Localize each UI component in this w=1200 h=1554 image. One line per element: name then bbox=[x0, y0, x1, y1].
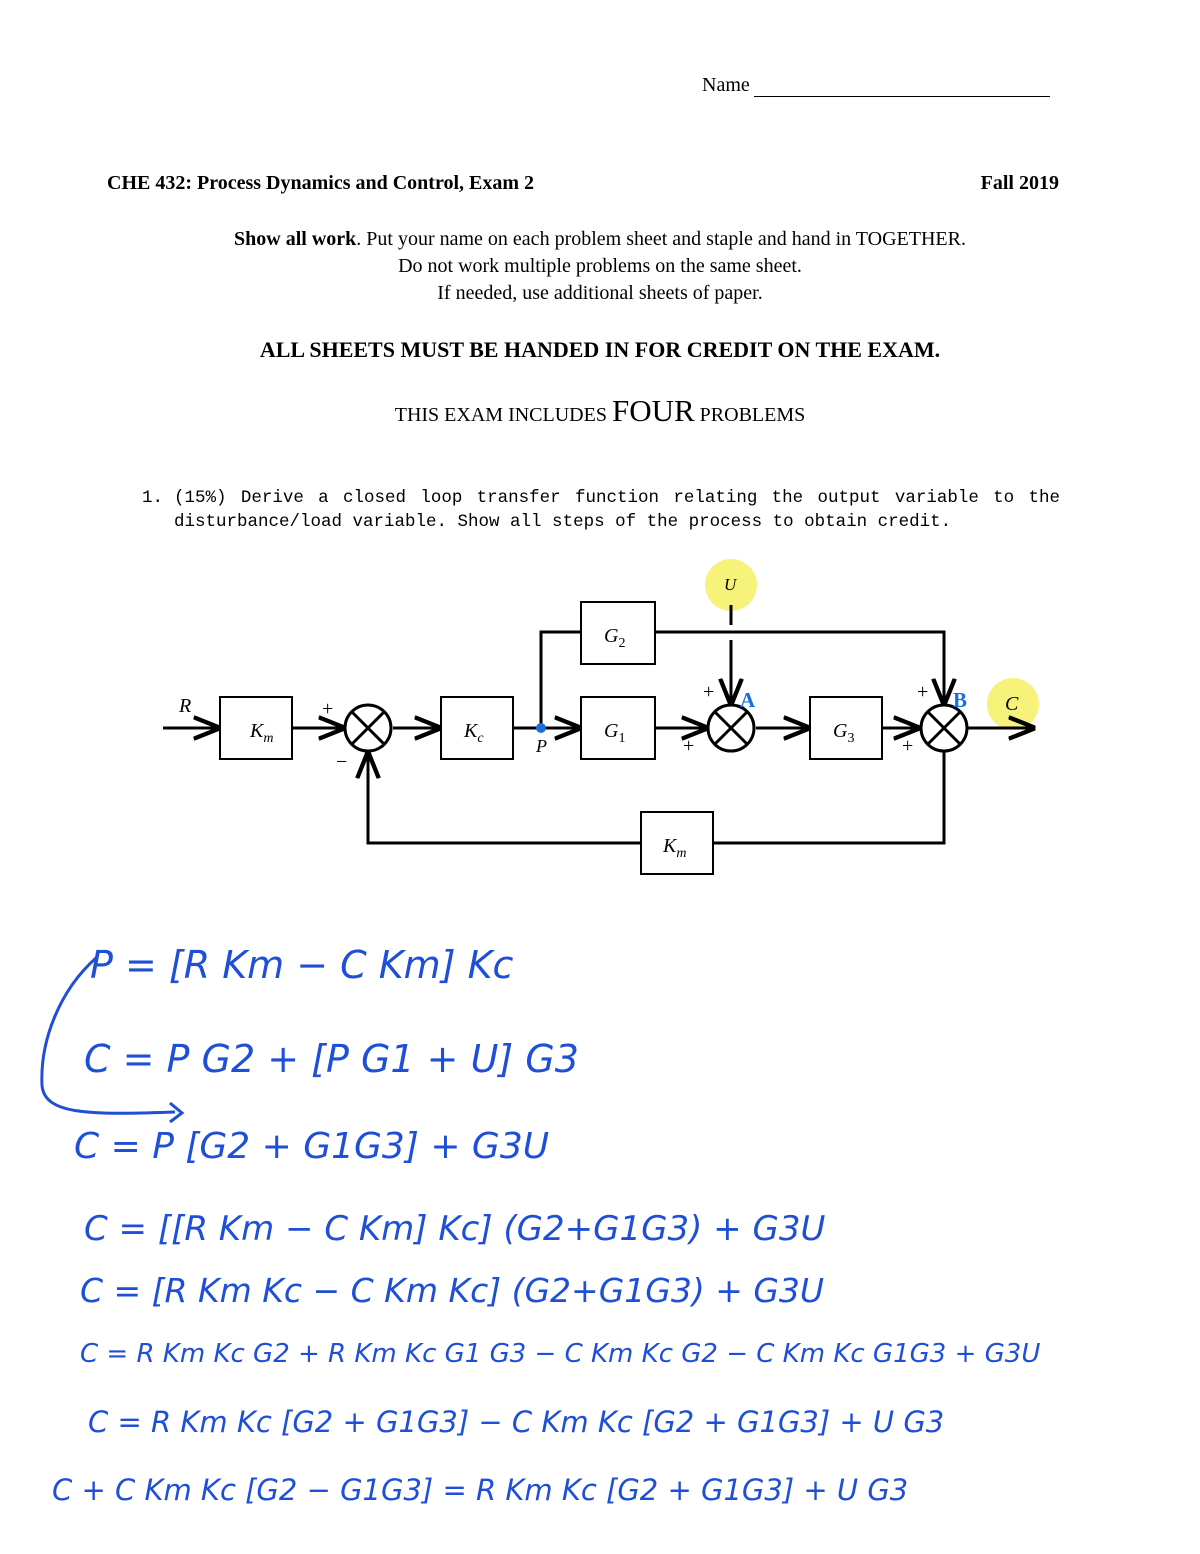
notice-heading: ALL SHEETS MUST BE HANDED IN FOR CREDIT … bbox=[259, 337, 941, 362]
suma-left-plus-sign: + bbox=[683, 735, 694, 757]
kc-label: Kc bbox=[463, 720, 484, 746]
work-line-3: C = P [G2 + G1G3] + G3U bbox=[74, 1126, 549, 1167]
instruction-line-3: If needed, use additional sheets of pape… bbox=[437, 282, 763, 304]
disturbance-u-label: U bbox=[724, 575, 738, 594]
node-p-dot bbox=[536, 723, 546, 733]
g2-block bbox=[580, 601, 656, 665]
instruction-line-1: Show all work. Put your name on each pro… bbox=[0, 226, 1200, 253]
count-after: PROBLEMS bbox=[699, 404, 806, 426]
work-line-4: C = [[R Km − C Km] Kc] (G2+G1G3) + G3U bbox=[84, 1209, 825, 1249]
km-feedback-label: Km bbox=[662, 835, 686, 861]
problem-1: 1. (15%) Derive a closed loop transfer f… bbox=[142, 486, 1060, 534]
instruction-bold-lead: Show all work bbox=[234, 228, 357, 250]
work-line-2: C = P G2 + [P G1 + U] G3 bbox=[84, 1037, 579, 1081]
g1-block bbox=[580, 696, 656, 760]
work-line-7: C = R Km Kc [G2 + G1G3] − C Km Kc [G2 + … bbox=[88, 1405, 944, 1439]
work-line-8: C + C Km Kc [G2 − G1G3] = R Km Kc [G2 + … bbox=[52, 1473, 908, 1507]
g1-label: G1 bbox=[604, 720, 625, 746]
node-b-label: B bbox=[953, 688, 967, 712]
g3-block bbox=[809, 696, 883, 760]
exam-term: Fall 2019 bbox=[980, 172, 1059, 194]
course-title: CHE 432: Process Dynamics and Control, E… bbox=[107, 172, 535, 194]
count-before: THIS EXAM INCLUDES bbox=[394, 404, 607, 426]
block-diagram: Km Kc G1 G2 G3 Km R C U P + − + + + + A … bbox=[163, 559, 1039, 875]
substitution-arrow bbox=[40, 956, 176, 1115]
suma-top-plus-sign: + bbox=[703, 681, 714, 703]
km-forward-label: Km bbox=[249, 720, 273, 746]
summing-junction-b bbox=[919, 703, 969, 753]
name-label: Name bbox=[702, 74, 750, 96]
problem-count-line: THIS EXAM INCLUDES FOUR PROBLEMS bbox=[0, 393, 1200, 429]
node-a-label: A bbox=[740, 688, 756, 712]
disturbance-highlight bbox=[705, 559, 757, 611]
problem-number: 1. bbox=[142, 488, 164, 508]
km-forward-block bbox=[219, 696, 293, 760]
instruction-line-1-rest: . Put your name on each problem sheet an… bbox=[356, 228, 966, 250]
instructions: Show all work. Put your name on each pro… bbox=[0, 226, 1200, 307]
g2-label: G2 bbox=[604, 625, 625, 651]
work-line-6: C = R Km Kc G2 + R Km Kc G1 G3 − C Km Kc… bbox=[80, 1339, 1040, 1369]
sum1-plus-sign: + bbox=[322, 698, 333, 720]
g3-label: G3 bbox=[833, 720, 854, 746]
instruction-line-2: Do not work multiple problems on the sam… bbox=[398, 255, 802, 277]
work-line-1: P = [R Km − C Km] Kc bbox=[90, 943, 514, 987]
kc-block bbox=[440, 696, 514, 760]
sum1-minus-sign: − bbox=[336, 751, 347, 773]
summing-junction-1 bbox=[343, 703, 393, 753]
work-line-5: C = [R Km Kc − C Km Kc] (G2+G1G3) + G3U bbox=[80, 1271, 824, 1310]
problem-text: (15%) Derive a closed loop transfer func… bbox=[174, 488, 1060, 532]
summing-junction-a bbox=[706, 703, 756, 753]
km-feedback-block bbox=[640, 811, 714, 875]
name-field: Name bbox=[702, 74, 1050, 97]
output-c-label: C bbox=[1005, 693, 1019, 715]
input-r-label: R bbox=[178, 695, 191, 717]
sumb-left-plus-sign: + bbox=[902, 735, 913, 757]
handwritten-solution: P = [R Km − C Km] Kc C = P G2 + [P G1 + … bbox=[40, 943, 1040, 1507]
node-p-label: P bbox=[535, 736, 547, 756]
name-blank-line bbox=[753, 78, 1050, 97]
substitution-arrowhead bbox=[169, 1101, 185, 1124]
sumb-top-plus-sign: + bbox=[917, 681, 928, 703]
count-number: FOUR bbox=[611, 393, 695, 428]
